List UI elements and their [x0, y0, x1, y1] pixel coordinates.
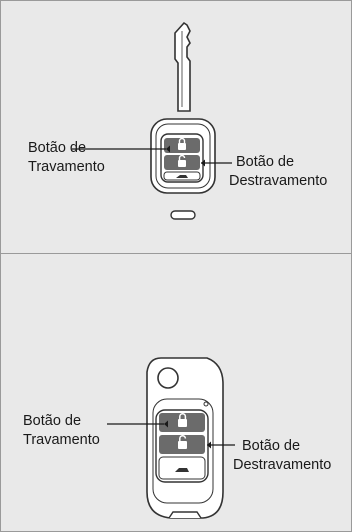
unlock-button-label: Botão de — [242, 437, 300, 456]
lock-button-label: Botão de — [23, 412, 81, 431]
trunk-icon — [176, 175, 188, 178]
lock-label-line-2: Travamento — [23, 432, 100, 448]
standard-key-drawing — [72, 21, 232, 220]
unlock-button-label: Botão de — [236, 153, 294, 172]
unlock-label-line-2: Destravamento — [229, 173, 328, 189]
unlock-button-label-2: Destravamento — [229, 172, 327, 191]
lock-label-line-2: Travamento — [28, 159, 105, 175]
flip-key-panel: Botão de Travamento Botão de Destravamen… — [1, 254, 351, 532]
lock-button-label-2: Travamento — [23, 431, 100, 450]
unlock-label-line-1: Botão de — [236, 154, 295, 170]
lock-button-label: Botão de — [28, 139, 86, 158]
unlock-icon — [178, 154, 186, 167]
trunk-icon — [175, 468, 189, 472]
standard-key-panel: Botão de Travamento Botão de Destravamen… — [1, 1, 351, 254]
lock-label-line-1: Botão de — [28, 140, 87, 156]
key-blade — [174, 21, 191, 112]
unlock-icon — [178, 435, 187, 449]
lock-icon — [178, 413, 187, 427]
flip-key-drawing — [107, 357, 235, 519]
lock-button-label-2: Travamento — [28, 158, 105, 177]
unlock-label-line-1: Botão de — [242, 438, 301, 454]
unlock-label-line-2: Destravamento — [233, 457, 332, 473]
lock-icon — [178, 137, 186, 150]
lock-label-line-1: Botão de — [23, 413, 82, 429]
unlock-button-label-2: Destravamento — [233, 456, 331, 475]
flip-hinge — [157, 367, 179, 389]
